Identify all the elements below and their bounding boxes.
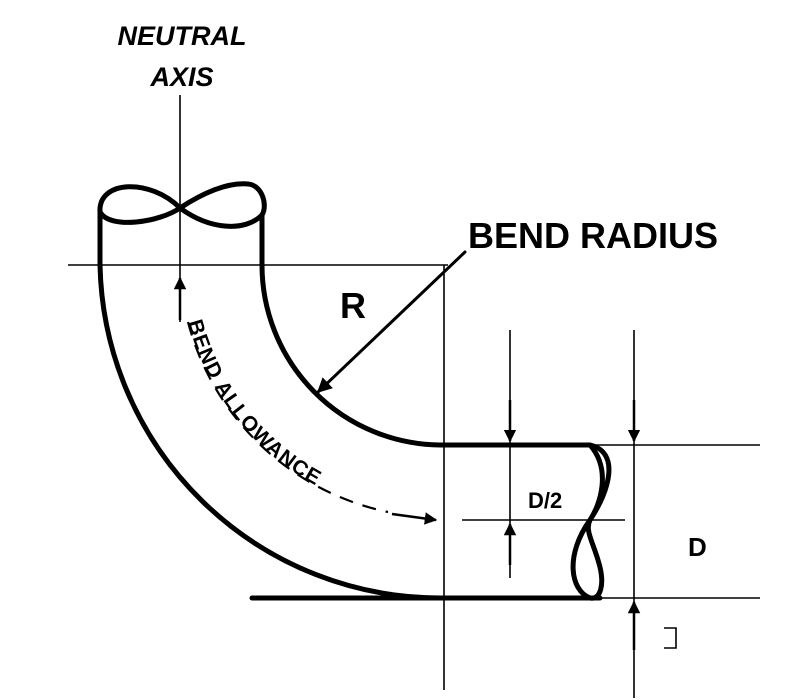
pipe-end-top [97, 181, 267, 229]
pipe-inner-wall [259, 212, 593, 448]
bend-allowance-text: BEND ALLOWANCE [183, 317, 324, 490]
bend-allowance-label: BEND ALLOWANCE [183, 317, 325, 490]
diameter-label: D [688, 532, 707, 562]
half-diameter-label: D/2 [528, 488, 562, 513]
bend-radius-arrow [316, 250, 467, 394]
neutral-axis-label-line1: NEUTRAL [118, 21, 247, 51]
bend-allowance-arc [186, 321, 389, 514]
pipe-end-right [570, 442, 612, 601]
neutral-axis-label-line2: AXIS [149, 62, 213, 92]
bend-radius-label: BEND RADIUS [468, 215, 718, 256]
pipe-outer-wall [97, 209, 578, 601]
bend-allowance-arrow [391, 512, 438, 525]
tick-mark-small [664, 627, 677, 649]
radius-symbol-label: R [340, 285, 366, 326]
